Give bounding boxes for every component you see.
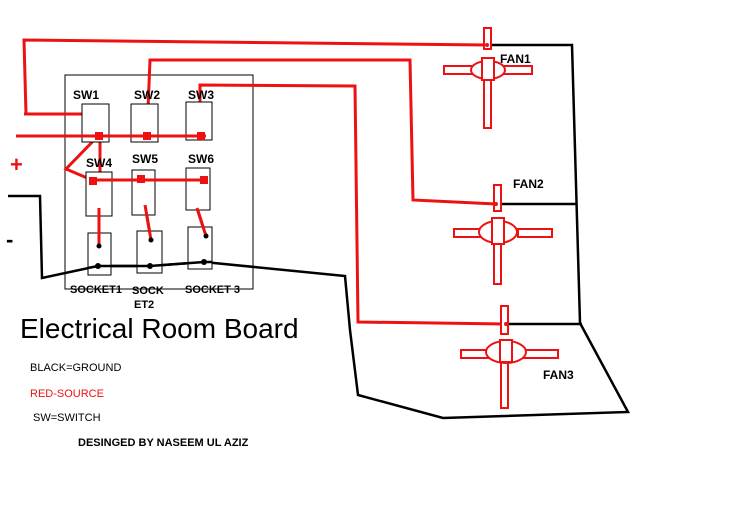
board-outline xyxy=(64,74,254,290)
fan-2-symbol[interactable] xyxy=(453,184,553,285)
label-fan3: FAN3 xyxy=(543,368,574,382)
label-socket2-line1: SOCK xyxy=(132,285,164,297)
socket-terminals xyxy=(95,233,209,269)
label-socket2-line2: ET2 xyxy=(134,299,154,311)
plus-terminal-label: + xyxy=(10,152,23,177)
switch-labels: SW1 SW2 SW3 SW4 SW5 SW6 xyxy=(73,88,214,170)
label-fan1: FAN1 xyxy=(500,52,531,66)
fan-3-symbol[interactable] xyxy=(460,305,559,409)
ground-wires xyxy=(8,43,631,420)
switch-terminals xyxy=(89,132,208,185)
minus-terminal-label: - xyxy=(6,227,13,252)
source-wires-over-boxes xyxy=(70,134,208,246)
label-fan2: FAN2 xyxy=(513,177,544,191)
fan-wire-joints xyxy=(485,43,508,326)
diagram-title: Electrical Room Board xyxy=(20,313,299,344)
fan-1-symbol[interactable] xyxy=(443,27,533,129)
legend-red-source: RED-SOURCE xyxy=(30,388,104,400)
label-sw5: SW5 xyxy=(132,152,158,166)
fan-labels: FAN1 FAN2 FAN3 xyxy=(500,52,574,382)
socket-labels: SOCKET1 SOCK ET2 SOCKET 3 xyxy=(70,284,240,311)
legend-black-ground: BLACK=GROUND xyxy=(30,362,121,374)
legend-sw-switch: SW=SWITCH xyxy=(33,412,101,424)
designer-credit: DESINGED BY NASEEM UL AZIZ xyxy=(78,437,249,449)
label-sw4: SW4 xyxy=(86,156,112,170)
label-sw3: SW3 xyxy=(188,88,214,102)
label-sw1: SW1 xyxy=(73,88,99,102)
label-sw6: SW6 xyxy=(188,152,214,166)
switch-sw6-box[interactable] xyxy=(185,167,211,211)
label-socket1: SOCKET1 xyxy=(70,284,122,296)
label-sw2: SW2 xyxy=(134,88,160,102)
label-socket3: SOCKET 3 xyxy=(185,284,240,296)
